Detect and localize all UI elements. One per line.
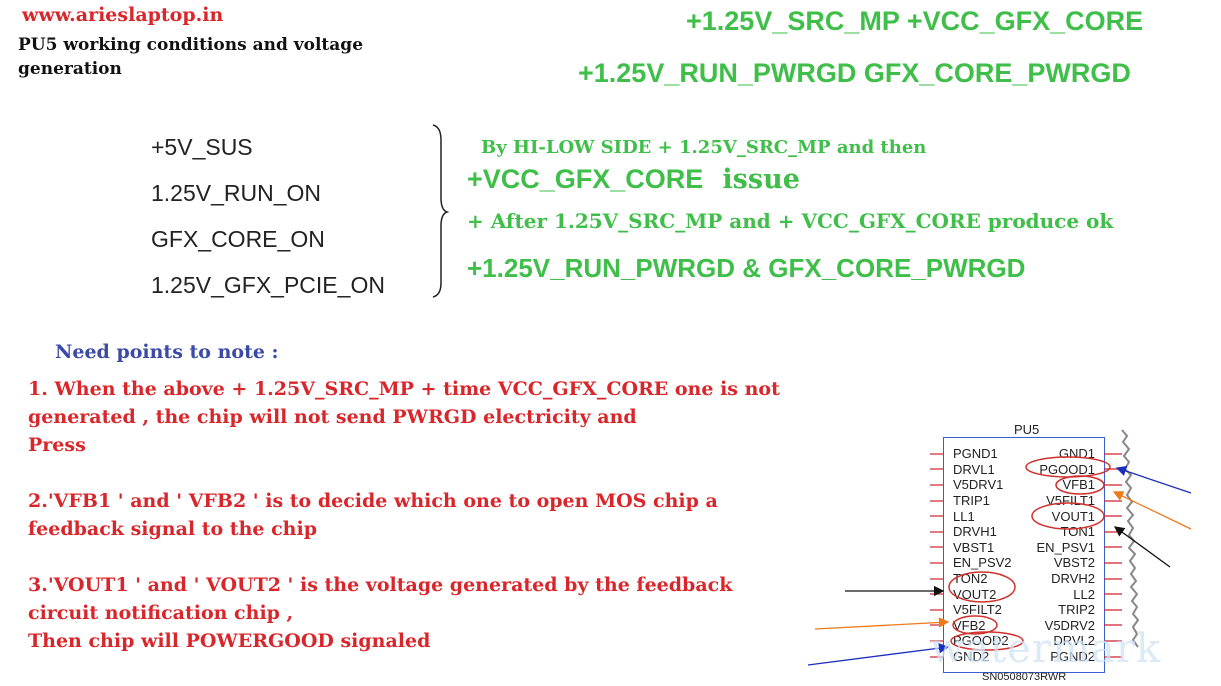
note-1: 1. When the above + 1.25V_SRC_MP + time … [28, 375, 780, 459]
pgood1-highlight-circle [1025, 456, 1111, 478]
chip-pin: VOUT2 [953, 587, 997, 602]
note-1-line1: 1. When the above + 1.25V_SRC_MP + time … [28, 378, 780, 400]
chip-pin: EN_PSV2 [953, 555, 1012, 570]
note-1-line3: Press [28, 434, 86, 456]
vfb1-arrow [1112, 491, 1192, 530]
note-3: 3.'VOUT1 ' and ' VOUT2 ' is the voltage … [28, 571, 732, 655]
input-signal: GFX_CORE_ON [151, 226, 325, 252]
chip-part-number: SN0508073RWR [982, 671, 1067, 683]
chip-pin: V5DRV2 [1044, 618, 1095, 633]
top-signals-line1: +1.25V_SRC_MP +VCC_GFX_CORE [686, 6, 1144, 36]
chip-pin: TRIP2 [1058, 602, 1095, 617]
chip-pin: EN_PSV1 [1036, 540, 1095, 555]
note-2-line2: feedback signal to the chip [28, 518, 317, 540]
note-1-line2: generated , the chip will not send PWRGD… [28, 406, 637, 428]
top-signals-line2: +1.25V_RUN_PWRGD GFX_CORE_PWRGD [578, 58, 1131, 88]
site-url: www.arieslaptop.in [22, 4, 224, 26]
chip-title: PU5 [1014, 422, 1040, 437]
flow-line2-signal: +VCC_GFX_CORE [467, 164, 704, 194]
chip-pin: GND2 [953, 649, 990, 664]
note-3-line3: Then chip will POWERGOOD signaled [28, 630, 431, 652]
chip-pin: PGND2 [1050, 649, 1095, 664]
vout1-highlight-circle [1031, 502, 1105, 530]
chip-pin: PGOOD2 [953, 633, 1009, 648]
vout1-arrow [1113, 526, 1171, 568]
vfb2-arrow [814, 617, 950, 630]
vfb2-highlight-circle [952, 615, 998, 635]
flow-line1: By HI-LOW SIDE + 1.25V_SRC_MP and then [481, 137, 927, 158]
chip-pin: VBST1 [953, 540, 995, 555]
vfb1-highlight-circle [1055, 475, 1105, 495]
pgood2-highlight-circle [950, 631, 1024, 651]
pin-stubs-left [930, 453, 943, 658]
chip-pin: VFB1 [1062, 477, 1095, 492]
note-3-line1: 3.'VOUT1 ' and ' VOUT2 ' is the voltage … [28, 574, 733, 596]
chip-pin: V5DRV1 [953, 477, 1004, 492]
flow-line4: +1.25V_RUN_PWRGD & GFX_CORE_PWRGD [467, 253, 1026, 283]
page-subtitle: PU5 working conditions and voltage gener… [18, 35, 364, 79]
input-brace [432, 124, 450, 298]
pgood2-arrow [807, 643, 950, 666]
chip-pin: LL1 [953, 509, 975, 524]
notes-heading: Need points to note : [55, 341, 279, 363]
flow-line2-issue: issue [722, 164, 800, 195]
chip-pin: DRVL1 [953, 462, 995, 477]
note-3-line2: circuit notification chip , [28, 602, 294, 624]
chip-pin: VFB2 [953, 618, 986, 633]
chip-pin: DRVH1 [953, 524, 997, 539]
pgood1-arrow [1115, 465, 1192, 494]
chip-pin: TRIP1 [953, 493, 990, 508]
chip-pin: LL2 [1073, 587, 1095, 602]
input-signal: 1.25V_RUN_ON [151, 180, 322, 206]
flow-line3: + After 1.25V_SRC_MP and + VCC_GFX_CORE … [467, 209, 1114, 233]
chip-pin: PGND1 [953, 446, 998, 461]
chip-pin: VOUT1 [1051, 509, 1095, 524]
flow-line2: +VCC_GFX_CORE issue [467, 164, 800, 195]
ton2-vout2-highlight-circle [948, 571, 1016, 603]
chip-pin: V5FILT2 [953, 602, 1002, 617]
note-2-line1: 2.'VFB1 ' and ' VFB2 ' is to decide whic… [28, 490, 718, 512]
watermark: watermark [930, 626, 1162, 672]
chip-pin: DRVH2 [1051, 571, 1095, 586]
input-signal: 1.25V_GFX_PCIE_ON [151, 272, 385, 298]
torn-edge [1121, 429, 1140, 648]
chip-pin: DRVL2 [1053, 633, 1095, 648]
chip-pin: VBST2 [1053, 555, 1095, 570]
chip-pin: PGOOD1 [1039, 462, 1095, 477]
note-2: 2.'VFB1 ' and ' VFB2 ' is to decide whic… [28, 487, 718, 543]
input-signal: +5V_SUS [151, 134, 253, 160]
